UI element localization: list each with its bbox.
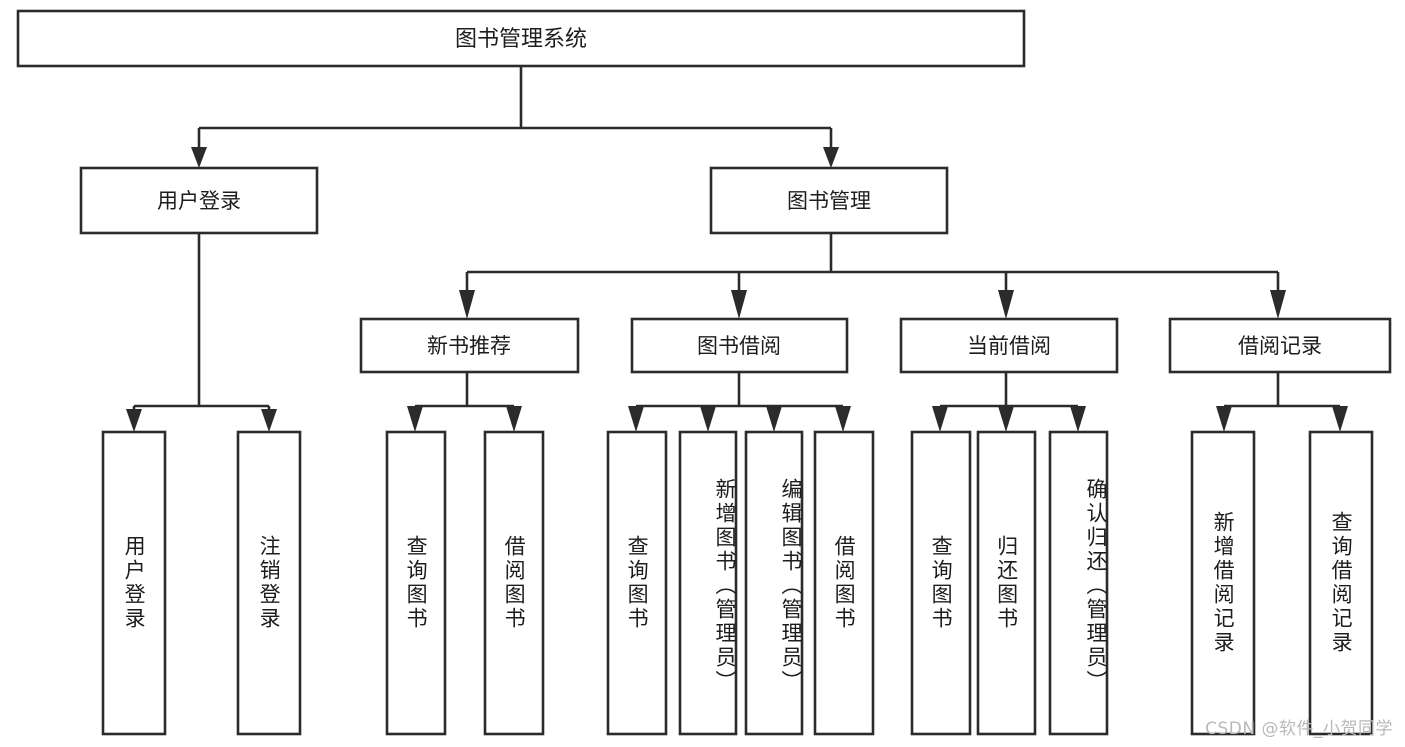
node-current-borrow-box[interactable]	[899, 317, 1119, 374]
node-borrow-record-label: 借阅记录	[1238, 334, 1322, 358]
arrow-head-leaf-borrow-book-1	[506, 406, 522, 432]
node-book-management-box[interactable]	[709, 166, 949, 235]
connector-group-user-login	[126, 233, 277, 432]
watermark-text: CSDN @软件_小贺同学	[1205, 719, 1393, 739]
node-new-book-recommend[interactable]: 新书推荐	[359, 317, 580, 374]
leaf-box-user-login[interactable]	[101, 430, 167, 736]
arrow-head-leaf-query-book-2	[628, 406, 644, 432]
leaf-box-confirm-return[interactable]	[1048, 430, 1109, 736]
arrow-head-leaf-borrow-book-2	[835, 406, 851, 432]
node-title-label: 图书管理系统	[455, 27, 587, 52]
leaf-box-logout-login[interactable]	[236, 430, 302, 736]
arrow-head-user-login	[191, 147, 207, 168]
node-book-management-label: 图书管理	[787, 189, 871, 213]
node-book-borrow-label: 图书借阅	[697, 334, 781, 358]
leaf-box-borrow-book-2[interactable]	[813, 430, 875, 736]
connector-group-book-borrow	[628, 372, 851, 432]
node-user-login-label: 用户登录	[157, 189, 241, 213]
node-book-borrow[interactable]: 图书借阅	[630, 317, 849, 374]
node-current-borrow-label: 当前借阅	[967, 334, 1051, 358]
node-book-borrow-box[interactable]	[630, 317, 849, 374]
connector-group-current-borrow	[932, 372, 1086, 432]
arrow-head-leaf-query-book-1	[407, 406, 423, 432]
node-user-login-box[interactable]	[79, 166, 319, 235]
leaf-box-query-book-1[interactable]	[385, 430, 447, 736]
arrow-head-leaf-edit-book	[766, 406, 782, 432]
node-new-book-recommend-label: 新书推荐	[427, 334, 511, 358]
node-borrow-record[interactable]: 借阅记录	[1168, 317, 1392, 374]
arrow-head-leaf-query-record	[1332, 406, 1348, 432]
arrow-head-leaf-confirm-return	[1070, 406, 1086, 432]
arrow-head-leaf-user-login	[126, 409, 142, 432]
leaf-box-add-record[interactable]	[1190, 430, 1256, 736]
arrow-head-book-borrow	[731, 290, 747, 319]
node-user-login[interactable]: 用户登录	[79, 166, 319, 235]
leaf-box-edit-book[interactable]	[744, 430, 804, 736]
leaf-box-add-book[interactable]	[678, 430, 738, 736]
arrow-head-book-management	[823, 147, 839, 168]
arrow-head-leaf-return-book	[998, 406, 1014, 432]
connector-group-new-book-recommend	[407, 372, 522, 432]
node-new-book-recommend-box[interactable]	[359, 317, 580, 374]
arrow-head-leaf-add-book	[700, 406, 716, 432]
leaf-box-return-book[interactable]	[976, 430, 1037, 736]
arrow-head-current-borrow	[998, 290, 1014, 319]
node-book-management[interactable]: 图书管理	[709, 166, 949, 235]
arrow-head-leaf-logout-login	[261, 409, 277, 432]
node-title-box[interactable]	[16, 9, 1026, 68]
node-current-borrow[interactable]: 当前借阅	[899, 317, 1119, 374]
connector-group-borrow-record	[1216, 372, 1348, 432]
connector-group-book-management	[459, 233, 1286, 319]
node-borrow-record-box[interactable]	[1168, 317, 1392, 374]
node-title[interactable]: 图书管理系统	[16, 9, 1026, 68]
arrow-head-new-book-recommend	[459, 290, 475, 319]
leaf-box-borrow-book-1[interactable]	[483, 430, 545, 736]
arrow-head-leaf-query-book-3	[932, 406, 948, 432]
leaf-box-query-book-3[interactable]	[910, 430, 972, 736]
leaf-box-query-book-2[interactable]	[606, 430, 668, 736]
arrow-head-leaf-add-record	[1216, 406, 1232, 432]
arrow-head-borrow-record	[1270, 290, 1286, 319]
leaf-box-query-record[interactable]	[1308, 430, 1374, 736]
connector-group-root	[191, 66, 839, 168]
